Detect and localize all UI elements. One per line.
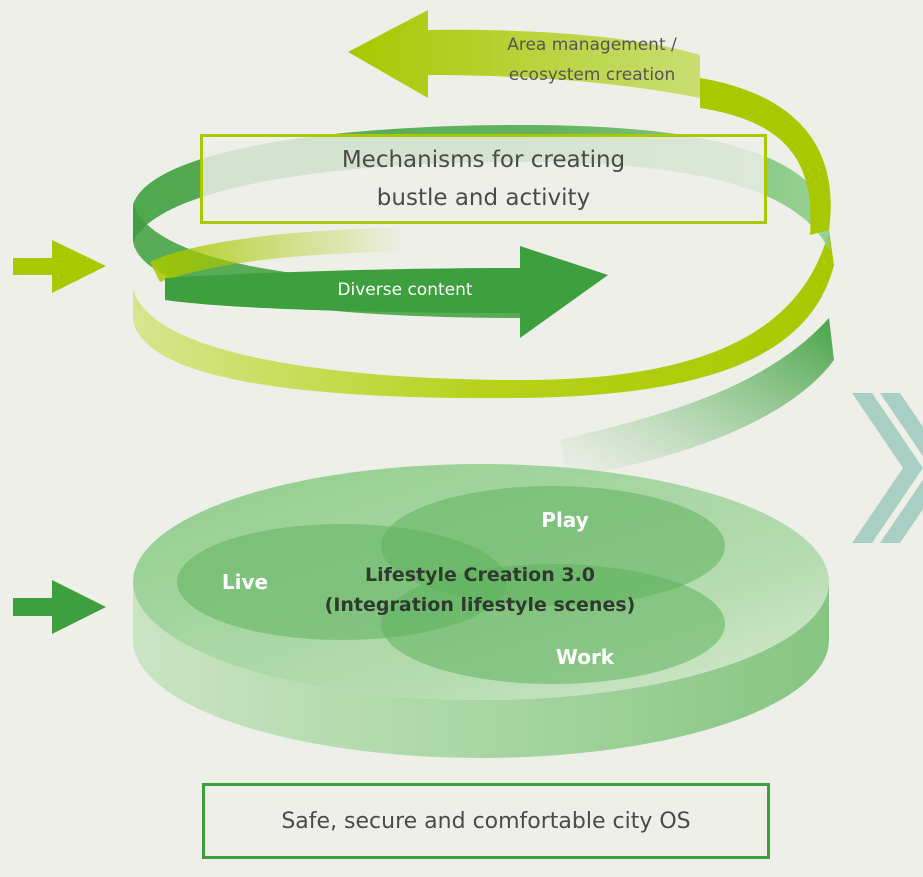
input-arrow-lime-icon: [13, 240, 106, 293]
diverse-content-label: Diverse content: [337, 280, 473, 300]
spiral-inner-band: [150, 228, 410, 282]
mechanisms-line2: bustle and activity: [376, 185, 591, 211]
area-management-label: Area management / ecosystem creation: [462, 30, 722, 90]
lifestyle-line2: (Integration lifestyle scenes): [324, 594, 636, 616]
mechanisms-line1: Mechanisms for creating: [341, 147, 626, 173]
lifestyle-center-label: Lifestyle Creation 3.0 (Integration life…: [280, 560, 680, 620]
work-label: Work: [555, 645, 615, 669]
city-os-box: Safe, secure and comfortable city OS: [202, 783, 770, 859]
chevron-right-icon: [852, 393, 923, 543]
diverse-content-arrow: [165, 246, 608, 338]
live-label: Live: [221, 570, 269, 594]
lifestyle-line1: Lifestyle Creation 3.0: [364, 564, 596, 586]
input-arrow-green-icon: [13, 580, 106, 634]
spiral-ribbon-lime-outer: [700, 78, 831, 235]
disk-side: [133, 582, 829, 758]
area-management-line1: Area management /: [507, 35, 677, 55]
city-os-label: Safe, secure and comfortable city OS: [281, 808, 691, 834]
play-label: Play: [541, 508, 589, 532]
spiral-tail: [560, 318, 834, 478]
circle-work: [381, 564, 725, 684]
mechanisms-box: Mechanisms for creating bustle and activ…: [200, 134, 767, 224]
area-management-line2: ecosystem creation: [508, 65, 676, 85]
area-management-arrow: [348, 10, 700, 98]
